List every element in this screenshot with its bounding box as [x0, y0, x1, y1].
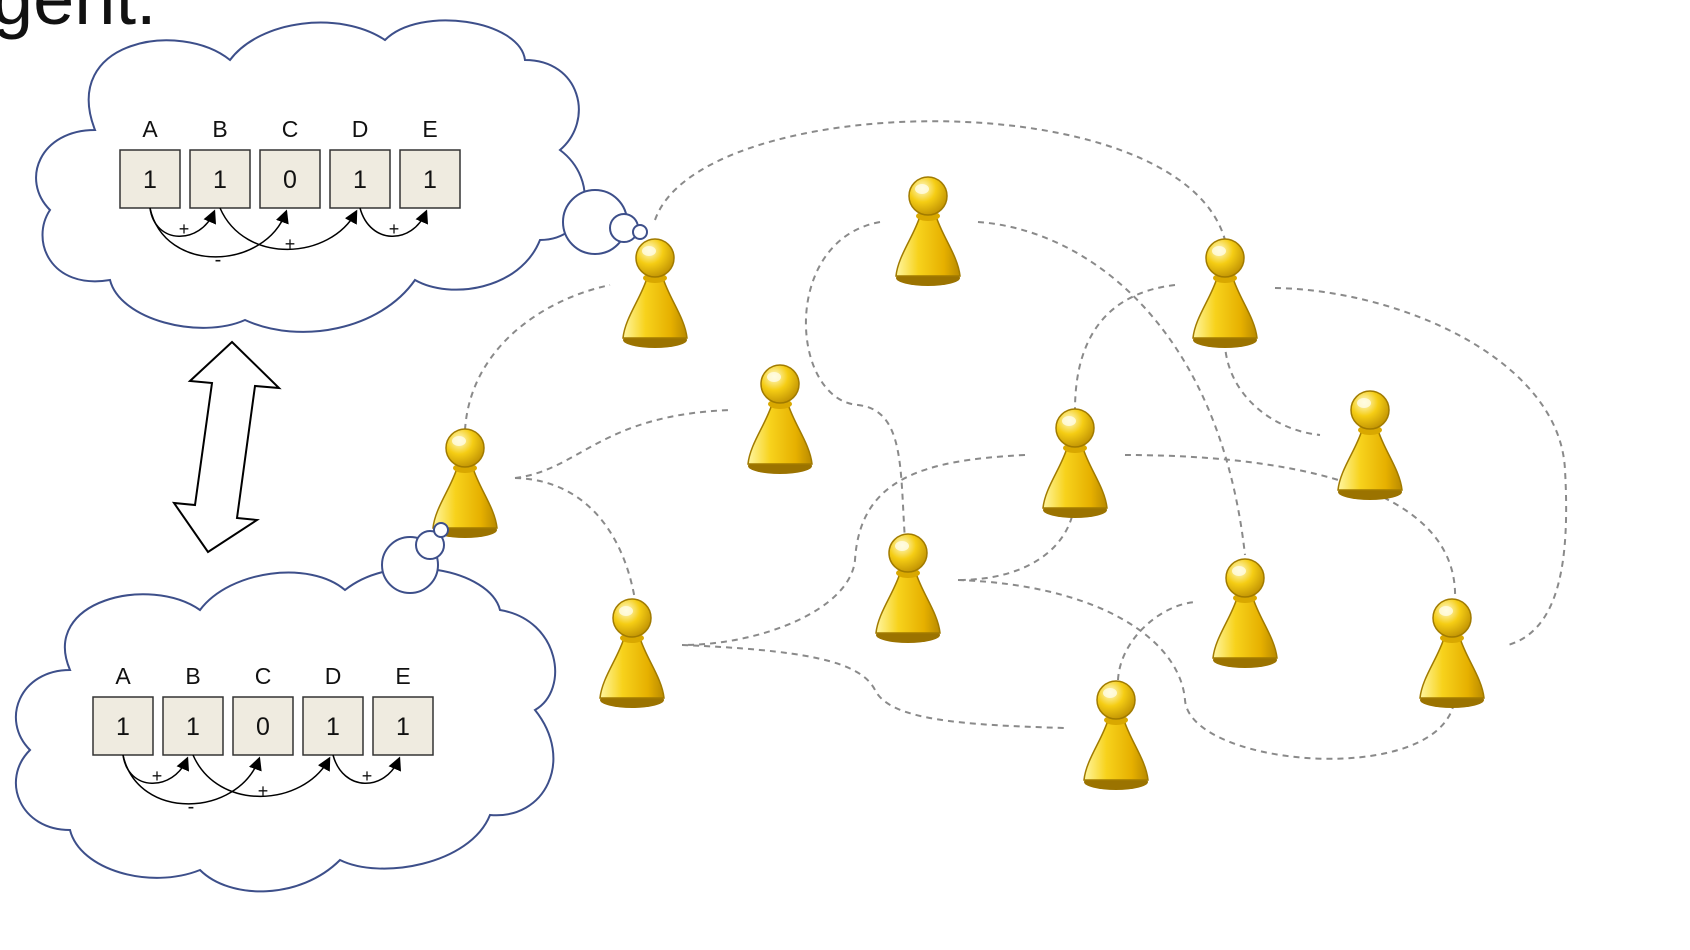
exchange-double-arrow-icon	[171, 340, 282, 554]
gene-label: C	[255, 663, 272, 689]
agent-pawn-icon	[622, 238, 688, 349]
edge	[977, 221, 1246, 556]
gene-cell	[372, 696, 434, 756]
gene-label: D	[352, 116, 369, 142]
agent-pawn-icon	[1042, 408, 1108, 519]
link-arrow	[192, 754, 331, 797]
gene-label: C	[282, 116, 299, 142]
agent-pawn-icon	[1419, 598, 1485, 709]
bottom-thought-cloud: A B C D E 1 1 0 1 1 + + - +	[14, 522, 557, 893]
agent-pawn-icon	[1212, 558, 1278, 669]
gene-label: B	[185, 663, 200, 689]
gene-value: 1	[116, 713, 130, 741]
edge	[681, 454, 1026, 646]
gene-value: 1	[186, 713, 200, 741]
link-arrow	[332, 754, 401, 784]
edge	[1117, 601, 1196, 681]
edge	[1074, 284, 1176, 411]
thought-bubble	[632, 224, 648, 240]
agent-pawn-icon	[895, 176, 961, 287]
link-sign: +	[389, 219, 400, 239]
gene-cell	[92, 696, 154, 756]
gene-value: 0	[283, 166, 297, 194]
link-sign: +	[285, 234, 296, 254]
edge	[681, 644, 1066, 729]
link-arrow	[219, 207, 358, 250]
link-sign: -	[215, 249, 222, 271]
gene-cell	[189, 149, 251, 209]
edge	[1223, 329, 1321, 436]
agent-pawn-icon	[599, 598, 665, 709]
link-arrow	[359, 207, 428, 237]
gene-label: B	[212, 116, 227, 142]
gene-cell	[162, 696, 224, 756]
agent-pawn-icon	[1083, 680, 1149, 791]
link-sign: -	[188, 796, 195, 818]
gene-label: E	[395, 663, 410, 689]
gene-label: D	[325, 663, 342, 689]
edge	[464, 284, 611, 431]
agent-pawn-icon	[875, 533, 941, 644]
heading-fragment: gent.	[0, 0, 157, 41]
gene-value: 1	[353, 166, 367, 194]
link-arrow	[149, 207, 289, 258]
gene-value: 1	[326, 713, 340, 741]
agent-pawn-icon	[747, 364, 813, 475]
agent-network	[432, 176, 1485, 791]
gene-label: A	[142, 116, 158, 142]
edge	[654, 120, 1226, 241]
thought-bubble	[433, 522, 449, 538]
edge	[957, 579, 1457, 760]
gene-label: E	[422, 116, 437, 142]
link-arrow	[122, 754, 262, 805]
gene-cell	[259, 149, 321, 209]
edge	[957, 494, 1076, 581]
link-sign: +	[362, 766, 373, 786]
gene-cell	[329, 149, 391, 209]
gene-label: A	[115, 663, 131, 689]
top-thought-cloud: A B C D E 1 1 0 1 1 + + - +	[35, 19, 648, 333]
agent-pawn-icon	[1337, 390, 1403, 501]
edge	[804, 221, 906, 541]
gene-value: 0	[256, 713, 270, 741]
edge	[1124, 454, 1457, 601]
agent-pawn-icon	[1192, 238, 1258, 349]
link-sign: +	[152, 766, 163, 786]
thought-bubble	[415, 530, 445, 560]
edge	[514, 409, 731, 479]
gene-cell	[232, 696, 294, 756]
gene-value: 1	[143, 166, 157, 194]
gene-value: 1	[213, 166, 227, 194]
gene-value: 1	[423, 166, 437, 194]
agent-pawn-icon	[432, 428, 498, 539]
gene-cell	[399, 149, 461, 209]
edge	[514, 477, 636, 601]
link-sign: +	[258, 781, 269, 801]
edge	[1274, 287, 1568, 646]
link-sign: +	[179, 219, 190, 239]
network-edges	[464, 120, 1568, 760]
gene-value: 1	[396, 713, 410, 741]
